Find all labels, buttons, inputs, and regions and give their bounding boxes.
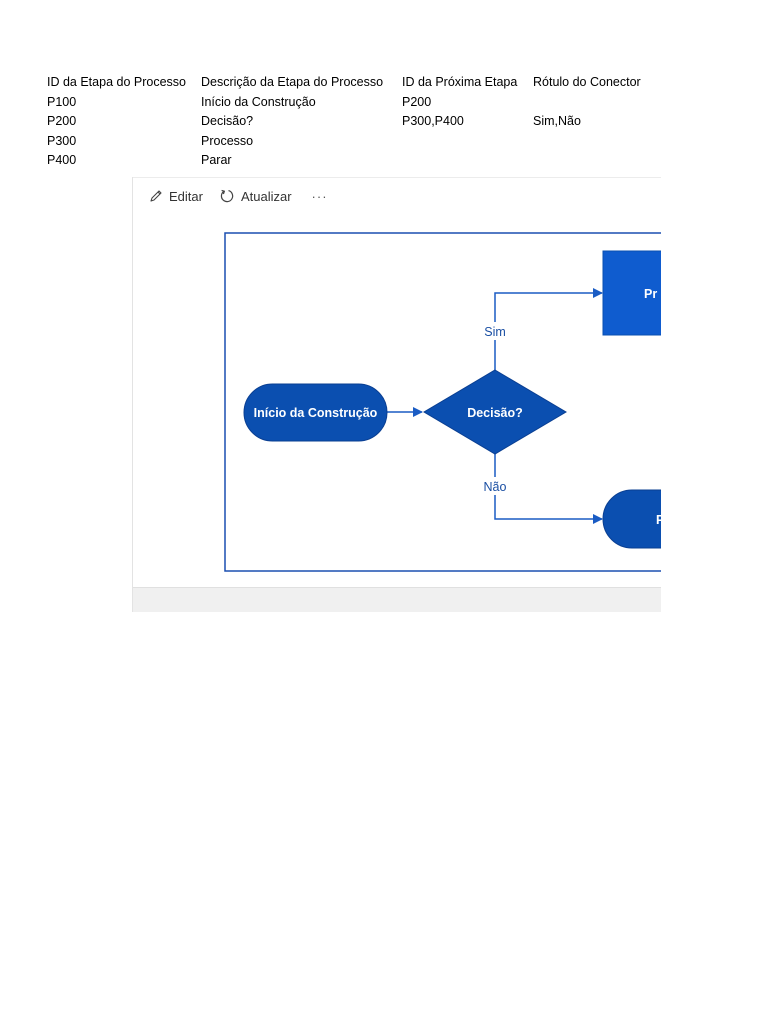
refresh-icon (220, 189, 234, 203)
status-bar (133, 587, 661, 612)
cell-next-step-id: P300,P400 (402, 114, 464, 128)
more-options-icon: ··· (311, 188, 328, 204)
cell-step-description: Decisão? (201, 114, 254, 128)
cell-step-description: Parar (201, 153, 232, 167)
yes-label-bg (478, 322, 512, 340)
cell-next-step-id: P200 (402, 94, 432, 109)
cell-step-description: Processo (201, 133, 254, 148)
cell-step-id: P200 (47, 114, 77, 128)
no-label: Não (484, 480, 507, 494)
decision-label: Decisão? (467, 406, 523, 420)
cell-step-id: P400 (47, 153, 77, 167)
header-next-step-id: ID da Próxima Etapa (402, 75, 518, 89)
header-connector-label: Rótulo do Conector (533, 75, 641, 89)
header-step-id: ID da Etapa do Processo (47, 75, 186, 89)
cell-step-id: P100 (47, 94, 77, 109)
start-shape[interactable] (243, 383, 388, 442)
connector-no (494, 454, 603, 524)
stop-label: P (656, 513, 661, 527)
edit-label: Editar (169, 188, 203, 204)
header-step-description: Descrição da Etapa do Processo (201, 75, 384, 89)
cell-connector-label: Sim,Não (533, 114, 581, 128)
refresh-button[interactable]: Atualizar (219, 178, 292, 214)
refresh-label: Atualizar (240, 188, 292, 204)
process-shape[interactable] (602, 250, 661, 336)
pencil-icon (150, 190, 162, 202)
diagram-canvas[interactable]: Sim Não Início da Construção Decisão? Pr… (133, 214, 661, 587)
flowchart: Sim Não Início da Construção Decisão? Pr… (224, 232, 661, 572)
yes-label: Sim (484, 325, 506, 339)
more-options-button[interactable]: ··· (312, 178, 328, 214)
diagram-toolbar: Editar Atualizar ··· (133, 177, 661, 215)
diagram-panel: Editar Atualizar ··· (132, 177, 661, 612)
no-label-bg (478, 477, 512, 495)
process-label: Pr (644, 287, 657, 301)
decision-shape[interactable] (423, 369, 567, 455)
cell-step-id: P300 (47, 133, 77, 148)
cell-step-description: Início da Construção (201, 94, 316, 109)
edit-button[interactable]: Editar (149, 178, 203, 214)
page-frame (224, 232, 661, 572)
stop-shape[interactable] (602, 489, 661, 549)
connector-yes (494, 288, 603, 370)
start-label: Início da Construção (254, 406, 378, 420)
